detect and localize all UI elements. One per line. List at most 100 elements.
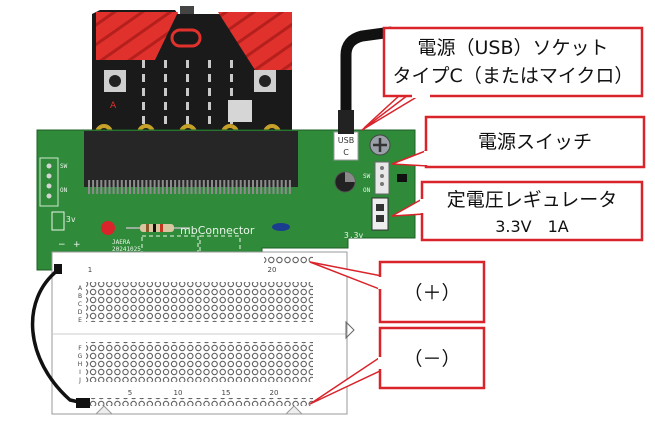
led [164,116,167,124]
led [230,60,233,68]
slot-pin [129,180,131,194]
slot-pin [165,180,168,194]
callout-minus-rail: （－） [309,326,486,405]
voltage-regulator [371,197,389,231]
power-led [101,221,115,235]
slot-pin [178,180,181,194]
edge-connector-pins [88,180,291,194]
led [230,88,233,96]
microbit-mic-logo [170,28,202,48]
slot-pin [182,180,185,194]
callout-plus-rail: （＋） [309,260,486,324]
slot-pin [100,180,103,194]
slot-pin [194,180,197,194]
slot-pin [120,180,123,194]
microbit-usb-port [180,6,194,14]
on-label-right: ON [363,187,371,194]
callout-plus-rail-text: （＋） [403,282,460,304]
main-holes-top [86,282,313,322]
led [230,74,233,82]
led [208,116,211,124]
maker-label: JAERA [112,239,130,246]
slot-pin [235,180,238,194]
led [142,60,145,68]
sw-label-right: SW [363,173,371,180]
callout-power-switch-text: 電源スイッチ [478,131,592,153]
slot-pin [206,180,209,194]
slot-pin [264,180,267,194]
power-rail-bottom-holes [86,398,313,406]
slot-pin [145,180,148,194]
edge-connector-slot [84,131,298,187]
slot-pin [239,180,242,194]
power-rail-top-holes [264,256,313,264]
led [164,74,167,82]
slot-pin [170,180,172,194]
slot-pin [252,180,254,194]
slot-pin [190,180,193,194]
slot-pin [219,180,222,194]
slot-pin [243,180,246,194]
slot-pin [116,180,119,194]
main-holes-bottom [86,342,313,382]
date-code-label: 20241025 [112,246,141,253]
slot-pin [272,180,275,194]
slot-pin [96,180,99,194]
row-letter: J [78,377,81,384]
slot-pin [141,180,144,194]
callout-power-switch-box [424,115,646,169]
slot-pin [174,180,177,194]
slot-pin [227,180,230,194]
plus-sign-board: + [73,240,81,250]
capacitor-small [272,223,290,231]
microbit-touch-pad [228,100,252,122]
column-number: 10 [174,389,183,397]
led [164,60,167,68]
slot-pin [280,180,283,194]
sw-footprint-left [39,157,59,207]
breadboard-body [51,251,348,415]
slot-pin [124,180,127,194]
slot-pin [284,180,287,194]
callout-minus-rail-text: （－） [403,348,460,370]
led [142,88,145,96]
led [164,102,167,110]
column-number: 5 [128,389,132,397]
sw-label-left: SW [60,163,68,170]
row-letter: A [78,285,83,292]
row-letter: F [78,345,82,352]
slot-pin [288,180,291,194]
slot-pin [92,180,95,194]
slot-pin [157,180,160,194]
usb-cable [340,26,393,132]
microbit-button-b-label: B [262,53,268,63]
usb-label: USB [338,136,354,145]
slot-pin [231,180,234,194]
led [208,102,211,110]
row-letter: G [78,353,83,360]
resistor [140,224,174,232]
jumper-wire [30,268,89,406]
slot-pin [260,180,263,194]
column-number: 20 [268,266,277,274]
led [142,74,145,82]
minus-sign-board: − [58,240,66,250]
callout-power-socket-line1: 電源（USB）ソケット [417,37,608,59]
row-letter: C [78,301,82,308]
led [186,116,189,124]
column-number: 20 [270,389,279,397]
slot-pin [256,180,259,194]
slot-pin [211,180,213,194]
slot-pin [202,180,205,194]
callout-power-socket: 電源（USB）ソケット タイプC（またはマイクロ） [361,26,644,131]
slot-pin [112,180,115,194]
on-label-left: ON [60,187,68,194]
callout-regulator-line2: 3.3V 1A [495,217,569,236]
callout-power-socket-line2: タイプC（またはマイクロ） [393,65,634,87]
microbit-button-a-label: A [110,101,117,111]
power-switch-lever [397,174,407,182]
